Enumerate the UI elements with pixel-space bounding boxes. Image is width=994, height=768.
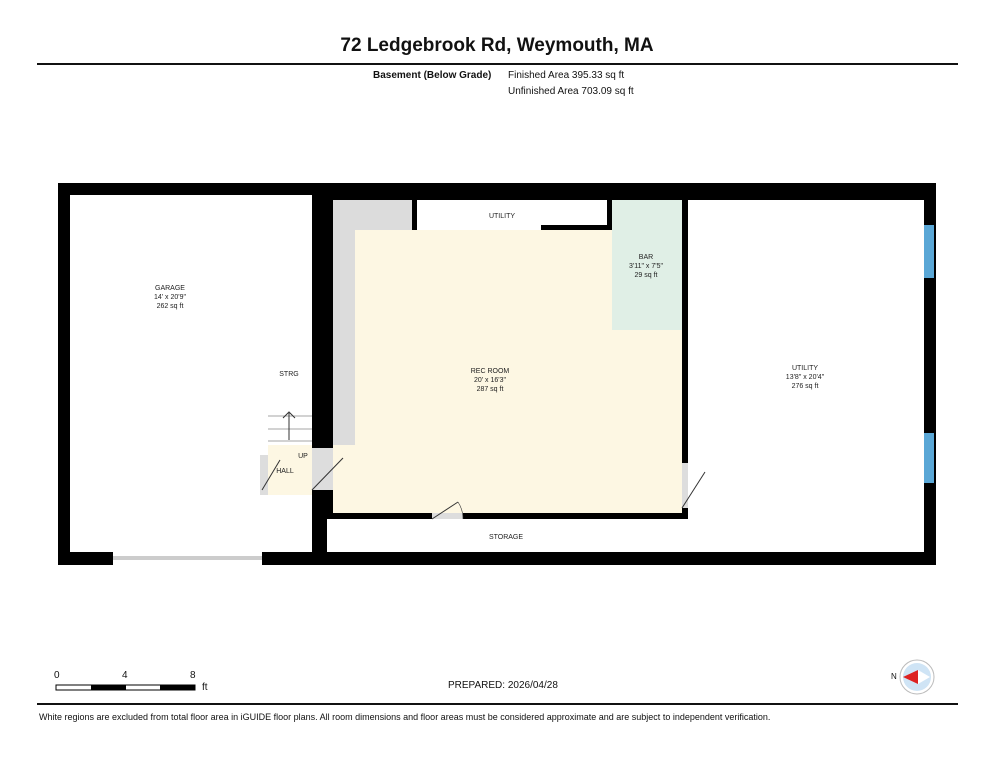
utility-label: UTILITY: [792, 365, 818, 372]
footer-divider: [37, 703, 958, 705]
plan-shape: [541, 225, 612, 230]
plan-shape: [612, 200, 682, 230]
utility-dims: 13'8" x 20'4": [786, 374, 825, 381]
plan-shape: [903, 670, 918, 684]
plan-shape: [333, 445, 355, 513]
garage-label: GARAGE: [155, 285, 185, 292]
scale-tick-8: 8: [190, 670, 196, 681]
compass-icon: [899, 659, 935, 695]
garage-door-track: [113, 556, 262, 560]
plan-shape: [431, 501, 459, 520]
scale-tick-4: 4: [122, 670, 128, 681]
rec-area: 287 sq ft: [477, 386, 504, 393]
hall-room: [268, 445, 312, 495]
rec-door: [432, 513, 463, 519]
level-label: Basement (Below Grade): [373, 70, 492, 81]
plan-shape: [261, 459, 281, 491]
plan-shape: [457, 501, 464, 520]
strg-label: STRG: [279, 371, 298, 378]
storage-label: STORAGE: [489, 534, 523, 541]
bar-area-text: 29 sq ft: [635, 272, 658, 279]
strg-room: [268, 348, 312, 398]
hall-door: [312, 448, 333, 490]
plan-shape: [260, 455, 268, 495]
unfinished-area: Unfinished Area 703.09 sq ft: [508, 86, 634, 97]
utility-area: 276 sq ft: [792, 383, 819, 390]
up-label: UP: [298, 453, 308, 460]
window: [924, 433, 934, 483]
utility-alcove-label: UTILITY: [489, 213, 515, 220]
plan-shape: [681, 471, 706, 509]
rec-dims: 20' x 16'3": [474, 377, 507, 384]
compass-label: N: [891, 672, 897, 681]
plan-shape: [918, 670, 930, 684]
plan-shape: [311, 457, 344, 491]
scale-tick-0: 0: [54, 670, 60, 681]
finished-area: Finished Area 395.33 sq ft: [508, 70, 625, 81]
garage-area: 262 sq ft: [157, 303, 184, 310]
plan-shape: [160, 685, 195, 690]
page-title: 72 Ledgebrook Rd, Weymouth, MA: [340, 35, 654, 56]
stairs: [268, 404, 312, 445]
window: [924, 225, 934, 278]
garage-dims: 14' x 20'9": [154, 294, 187, 301]
plan-shape: [282, 411, 296, 419]
utility-room: [688, 200, 924, 552]
bar-dims: 3'11" x 7'5": [629, 263, 663, 270]
plan-shape: [682, 463, 688, 508]
plan-shape: [91, 685, 126, 690]
hall-label: HALL: [276, 468, 294, 475]
plan-shape: [333, 200, 355, 445]
bar-label: BAR: [639, 254, 653, 261]
rec-label: REC ROOM: [471, 368, 510, 375]
storage-room: [327, 519, 924, 552]
disclaimer: White regions are excluded from total fl…: [39, 712, 771, 722]
header-divider: [37, 63, 958, 65]
scale-unit: ft: [202, 682, 208, 693]
scale-bar: [55, 684, 196, 691]
prepared-date: PREPARED: 2026/04/28: [448, 680, 558, 691]
